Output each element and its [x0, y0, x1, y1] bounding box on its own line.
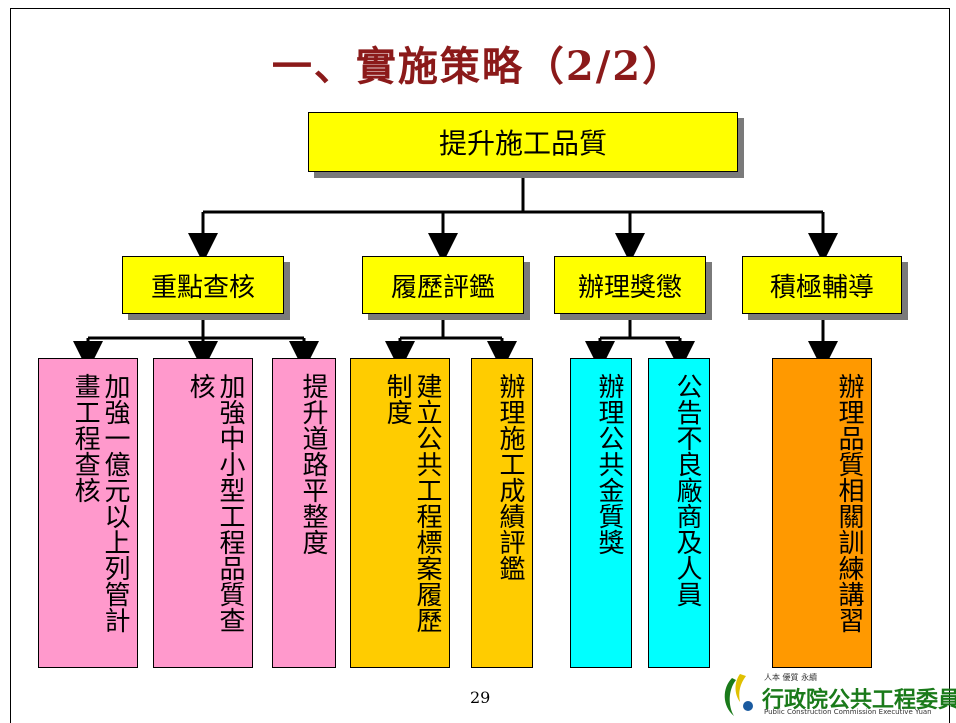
category-inspection: 重點查核 — [122, 256, 284, 314]
leaf-small-project-inspection: 加強中小型工程品質查核 — [153, 358, 253, 668]
page-number: 29 — [470, 688, 491, 707]
leaf-quality-training: 辦理品質相關訓練講習 — [772, 358, 872, 668]
logo-name: 行政院公共工程委員會 — [762, 688, 956, 713]
slide-title: 一、實施策略（2/2） — [271, 43, 685, 90]
leaf-major-project-inspection: 加強一億元以上列管計畫工程查核 — [38, 358, 138, 668]
leaf-road-smoothness: 提升道路平整度 — [272, 358, 336, 668]
leaf-construction-evaluation: 辦理施工成績評鑑 — [471, 358, 533, 668]
commission-logo: 人本 優質 永續 行政院公共工程委員會 Public Construction … — [718, 672, 956, 720]
commission-emblem-icon — [724, 674, 753, 716]
leaf-golden-quality-award: 辦理公共金質獎 — [570, 358, 632, 668]
leaf-announce-bad-contractors: 公告不良廠商及人員 — [648, 358, 710, 668]
slide-frame — [10, 8, 950, 723]
logo-english: Public Construction Commission Executive… — [764, 708, 932, 716]
category-guidance: 積極輔導 — [742, 256, 902, 314]
logo-motto: 人本 優質 永續 — [764, 673, 818, 682]
category-record-evaluation: 履歷評鑑 — [362, 256, 524, 314]
root-node: 提升施工品質 — [308, 112, 738, 172]
leaf-tender-record-system: 建立公共工程標案履歷制度 — [350, 358, 450, 668]
category-rewards-penalties: 辦理獎懲 — [554, 256, 706, 314]
